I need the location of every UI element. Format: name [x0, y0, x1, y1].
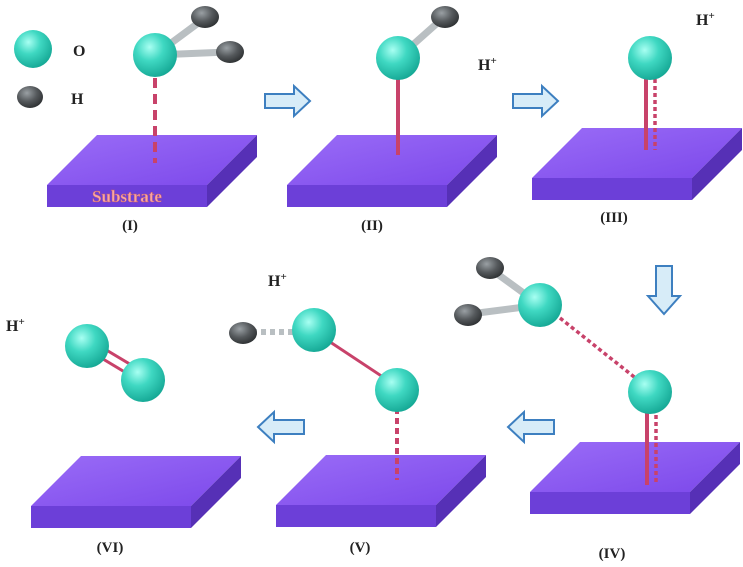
- substrate-slab: [532, 128, 742, 200]
- arrow-down-icon: [645, 265, 683, 316]
- hydrogen-atom: [229, 322, 257, 344]
- step-4: (IV): [454, 257, 740, 562]
- legend-hydrogen-label: H: [71, 91, 84, 108]
- oxygen-atom: [65, 324, 109, 368]
- oxygen-atom: [628, 36, 672, 80]
- hydrogen-atom: [216, 41, 244, 63]
- proton-label: H+: [478, 55, 497, 74]
- proton-label: H+: [6, 316, 25, 335]
- hydrogen-atom: [476, 257, 504, 279]
- proton-label: H+: [696, 10, 715, 29]
- step-label: (V): [350, 540, 371, 556]
- legend-oxygen-label: O: [73, 43, 85, 60]
- oxygen-atom: [121, 358, 165, 402]
- oxygen-atom: [376, 36, 420, 80]
- substrate-slab: [530, 442, 740, 514]
- oxygen-atom: [292, 308, 336, 352]
- hydrogen-atom: [431, 6, 459, 28]
- substrate-label: Substrate: [92, 187, 162, 206]
- oxygen-atom: [375, 368, 419, 412]
- oxygen-atom: [518, 283, 562, 327]
- step-1: Substrate (I): [47, 6, 257, 234]
- arrow-left-icon: [506, 409, 555, 445]
- oxygen-atom: [628, 370, 672, 414]
- step-label: (II): [361, 218, 383, 234]
- step-3: H+ (III): [532, 10, 742, 226]
- substrate-slab: [276, 455, 486, 527]
- step-label: (IV): [599, 546, 626, 562]
- step-5: H+ (V): [229, 271, 486, 556]
- step-label: (III): [600, 210, 628, 226]
- substrate-slab: [287, 135, 497, 207]
- step-label: (I): [122, 218, 138, 234]
- proton-label: H+: [268, 271, 287, 290]
- legend: O H: [14, 30, 85, 108]
- step-label: (VI): [97, 540, 124, 556]
- substrate-slab: [47, 135, 257, 207]
- substrate-slab: [31, 456, 241, 528]
- legend-hydrogen-atom: [17, 86, 43, 108]
- hydrogen-atom: [454, 304, 482, 326]
- bond-o-o-dotted: [558, 316, 640, 382]
- arrow-right-icon: [512, 83, 560, 119]
- arrow-right-icon: [264, 83, 312, 119]
- arrow-left-icon: [256, 409, 305, 445]
- step-6: H+ (VI): [6, 316, 241, 556]
- oxygen-atom: [133, 33, 177, 77]
- hydrogen-atom: [191, 6, 219, 28]
- step-2: H+ (II): [287, 6, 497, 234]
- legend-oxygen-atom: [14, 30, 52, 68]
